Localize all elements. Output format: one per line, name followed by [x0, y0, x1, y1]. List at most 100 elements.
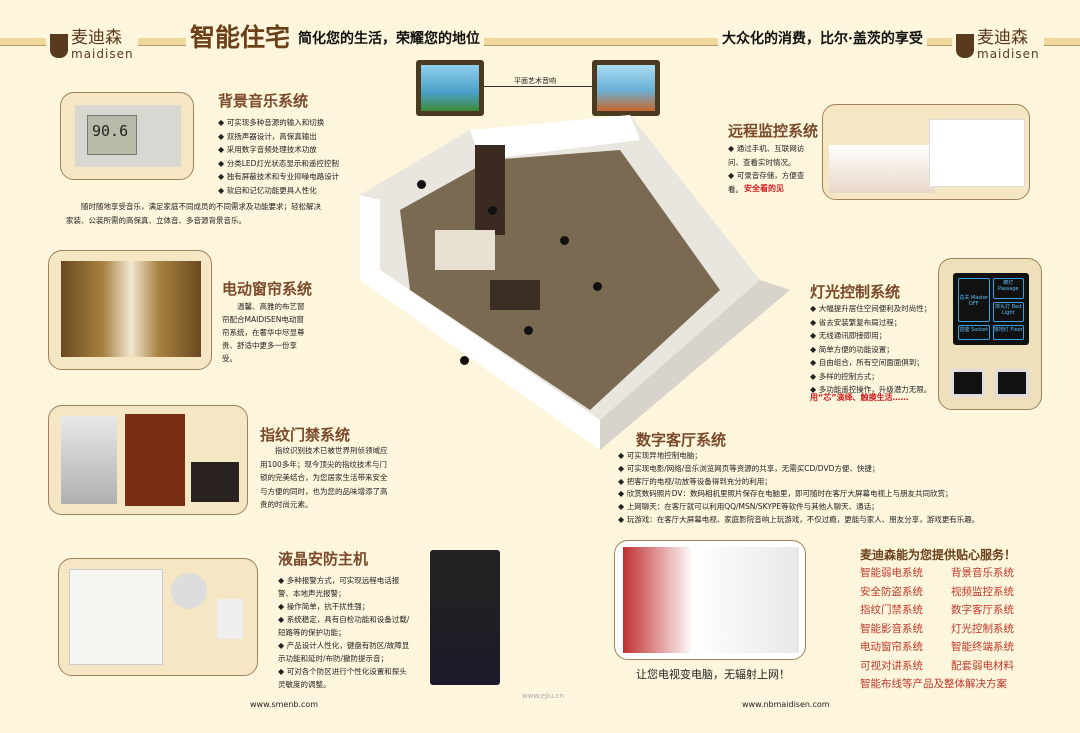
- music-feature: 可实现多种音源的输入和切换: [218, 116, 339, 130]
- alarm-feature: 可对各个防区进行个性化设置和探头灵敏度的调整。: [278, 665, 414, 691]
- art-speaker-painting: [416, 60, 484, 116]
- sensor-photo: [217, 599, 243, 639]
- brand-name-cn: 麦迪森: [71, 28, 122, 48]
- panel-key[interactable]: 总关 Master OFF: [958, 278, 990, 323]
- lighting-frame: 总关 Master OFF 廊灯 Passage 床头灯 Bed Light 插…: [938, 258, 1042, 410]
- header-band: [0, 38, 1080, 46]
- marker-dot: [524, 326, 533, 335]
- alarm-host-photo: [69, 569, 163, 665]
- service-item: 智能终端系统: [951, 641, 1014, 653]
- tv-caption: 让您电视变电脑，无辐射上网！: [636, 668, 790, 681]
- marker-dot: [560, 236, 569, 245]
- curtain-photo: [61, 261, 201, 357]
- wall: [360, 195, 600, 450]
- service-item: 智能布线等产品及整体解决方案: [860, 678, 1007, 690]
- room-photo: [61, 416, 117, 504]
- music-feature: 软启和记忆功能更具人性化: [218, 184, 339, 198]
- monitor-frame: [822, 104, 1030, 200]
- curtain-frame: [48, 250, 212, 370]
- remote-access-photo: [929, 119, 1025, 187]
- living-feature: 把客厅的电视/功放等设备得到充分的利用；: [618, 476, 979, 489]
- living-feature: 上网聊天：在客厅就可以利用QQ/MSN/SKYPE等软件与其他人聊天、通话；: [618, 501, 979, 514]
- service-item: 可视对讲系统: [860, 659, 923, 672]
- connector-line: [484, 86, 592, 87]
- service-item: 智能弱电系统: [860, 567, 923, 579]
- marker-dot: [417, 180, 426, 189]
- brand-name-en: maidisen: [977, 47, 1040, 61]
- marker-dot: [460, 356, 469, 365]
- fingerprint-desc: 指纹识别技术已被世界刑侦领域应用100多年；现今顶尖的指纹技术与门锁的完美结合，…: [260, 446, 388, 509]
- service-item: 电动窗帘系统: [860, 641, 923, 653]
- fingerprint-title: 指纹门禁系统: [260, 426, 351, 444]
- music-title: 背景音乐系统: [218, 92, 309, 110]
- monitor-feature: 可录音存储，方便查看。: [728, 169, 818, 196]
- service-item: 背景音乐系统: [951, 567, 1014, 579]
- marker-dot: [488, 206, 497, 215]
- fingerprint-lock-photo: [125, 414, 185, 506]
- music-panel-frame: 90.6: [60, 92, 194, 180]
- marker-dot: [593, 282, 602, 291]
- logo-icon: [956, 33, 974, 58]
- wall: [600, 280, 790, 450]
- service-item: 智能影音系统: [860, 622, 923, 635]
- living-feature: 可实现异地控制电脑；: [618, 450, 979, 463]
- alarm-frame: [58, 558, 258, 676]
- living-room-photo: [623, 547, 799, 653]
- alarm-feature: 产品设计人性化，键盘有防区/故障显示功能和延时/布防/撤防提示音；: [278, 639, 414, 665]
- panel-key[interactable]: 插座 Socket: [958, 325, 990, 340]
- music-feature: 双扬声器设计，高保真输出: [218, 130, 339, 144]
- company-url[interactable]: www.nbmaidisen.com: [742, 700, 830, 709]
- service-item: 安全防盗系统: [860, 585, 923, 598]
- lighting-feature: 多样的控制方式；: [810, 370, 931, 384]
- lighting-title: 灯光控制系统: [810, 283, 901, 301]
- services-col-left: 智能弱电系统安全防盗系统指纹门禁系统智能影音系统电动窗帘系统可视对讲系统智能布线…: [860, 564, 1007, 694]
- services-title: 麦迪森能为您提供贴心服务！: [860, 548, 1017, 562]
- touch-panel: 总关 Master OFF 廊灯 Passage 床头灯 Bed Light 插…: [953, 273, 1029, 345]
- panel-key[interactable]: 床头灯 Bed Light: [992, 301, 1024, 323]
- slogan-right: 大众化的消费，比尔·盖茨的享受: [718, 28, 927, 48]
- living-feature: 可实现电影/网络/音乐浏览网页等资源的共享，无需买CD/DVD方便、快捷；: [618, 463, 979, 476]
- music-controller: 90.6: [75, 105, 181, 167]
- slogan-left: 简化您的生活，荣耀您的地位: [294, 28, 484, 48]
- living-feature: 欣赏数码照片DV：数码相机里照片保存在电脑里，即可随时在客厅大屏幕电视上与朋友共…: [618, 488, 979, 501]
- music-feature: 独有屏蔽技术和专业抑噪电路设计: [218, 170, 340, 184]
- tv-wall: [475, 145, 505, 235]
- art-speaker-painting: [592, 60, 660, 116]
- living-feature: 玩游戏：在客厅大屏幕电视、家庭影院音响上玩游戏，不仅过瘾，更能与家人、朋友分享，…: [618, 514, 980, 527]
- dimmer-panel: [951, 369, 985, 397]
- lighting-feature: 简单方便的功能设置；: [810, 343, 931, 357]
- music-feature: 分类LED灯光状态显示和遥控控制: [218, 157, 339, 171]
- tv-frame: [614, 540, 806, 660]
- service-item: 灯光控制系统: [951, 622, 1014, 635]
- lighting-feature: 多功能遥控操作，升级潜力无限。: [810, 383, 932, 397]
- panel-key[interactable]: 落地灯 Floor: [992, 325, 1024, 340]
- watermark: www.ejiu.cn: [522, 692, 564, 700]
- monitor-tagline: 安全看的见: [744, 184, 784, 193]
- house-monitor-photo: [829, 145, 935, 193]
- alarm-feature: 多种报警方式，可实现远程电话报警、本地声光报警；: [278, 574, 414, 600]
- dimmer-panel: [995, 369, 1029, 397]
- page-title: 智能住宅: [186, 18, 295, 54]
- bed: [435, 230, 495, 270]
- wall: [470, 115, 640, 160]
- brand-name-cn: 麦迪森: [977, 28, 1028, 48]
- lighting-tagline: 用“芯”演绎、触摸生活……: [810, 393, 909, 402]
- living-title: 数字客厅系统: [636, 431, 727, 449]
- alarm-url[interactable]: www.smenb.com: [250, 700, 319, 709]
- alarm-feature: 操作简单，抗干扰性强；: [278, 600, 414, 613]
- services-col-right: 背景音乐系统视频监控系统数字客厅系统灯光控制系统智能终端系统配套弱电材料: [951, 564, 1014, 675]
- music-desc: 随时随地享受音乐，满足家庭不同成员的不同需求及功能要求；轻松解决家装、公装所需的…: [66, 202, 321, 225]
- guard-photo: [430, 550, 500, 685]
- service-item: 配套弱电材料: [951, 659, 1014, 672]
- music-feature: 采用数字音频处理技术功放: [218, 143, 339, 157]
- safe-photo: [191, 462, 239, 502]
- lighting-feature: 省去安装繁复布局过程；: [810, 316, 931, 330]
- panel-key[interactable]: 廊灯 Passage: [992, 278, 1024, 299]
- lighting-feature: 无线通讯即接即用；: [810, 329, 931, 343]
- curtain-title: 电动窗帘系统: [222, 280, 313, 298]
- logo-icon: [50, 33, 68, 58]
- brand-name-en: maidisen: [71, 47, 134, 61]
- lcd-display: 90.6: [87, 115, 137, 155]
